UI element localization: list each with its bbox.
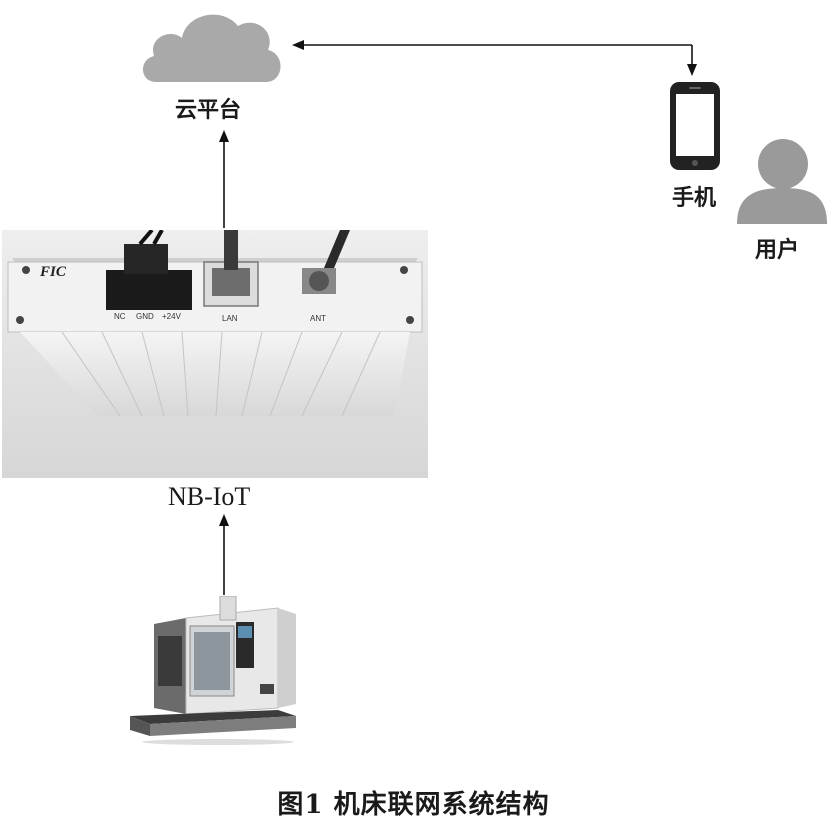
user-icon: [733, 136, 827, 226]
device-logo: FIC: [40, 264, 66, 280]
cloud-icon: [138, 2, 288, 87]
port-label-lan: LAN: [222, 314, 238, 323]
phone-label: 手机: [672, 186, 717, 211]
port-label-nc: NC: [114, 312, 126, 321]
port-label-24v: +24V: [162, 312, 181, 321]
device-label: NB-IoT: [168, 482, 251, 511]
port-label-ant: ANT: [310, 314, 326, 323]
cloud-label: 云平台: [175, 98, 242, 123]
user-label: 用户: [755, 238, 800, 263]
figure-caption: 图1 机床联网系统结构: [277, 790, 550, 820]
iot-device-image: FIC NC GND +24V LAN ANT: [2, 230, 428, 478]
port-label-gnd: GND: [136, 312, 154, 321]
machine-tool-image: [128, 596, 298, 746]
phone-icon: [667, 80, 723, 172]
